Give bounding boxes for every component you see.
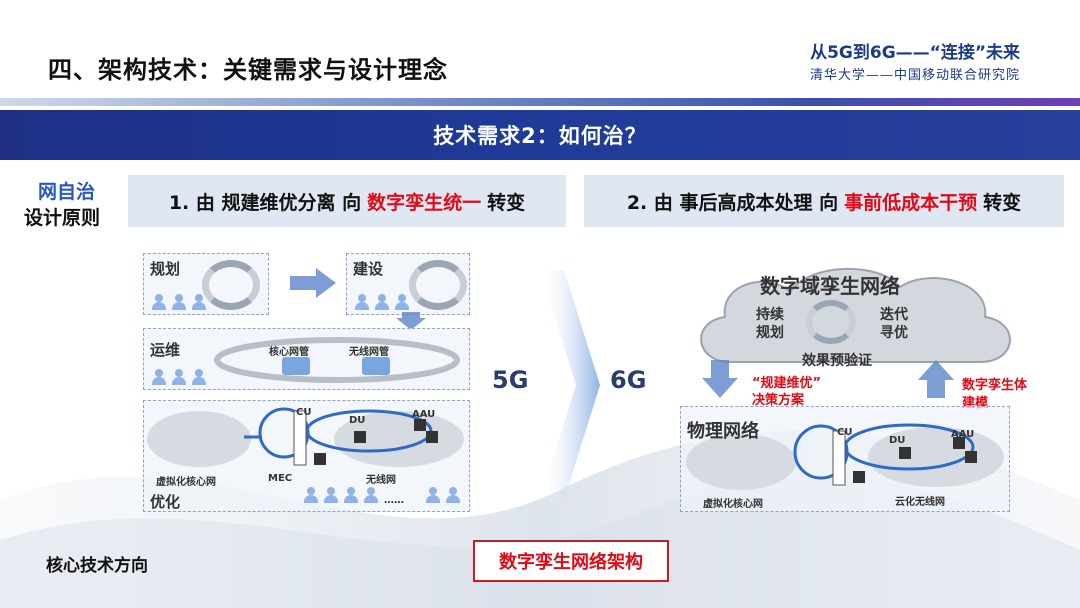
requirement-2: 2. 由 事后高成本处理 向 事前低成本干预 转变 [584, 175, 1064, 227]
cloud-shape [700, 267, 1011, 363]
aau-label: AAU [412, 409, 436, 420]
physical-network-label: 物理网络 [687, 421, 759, 442]
brand-title: 从5G到6G——“连接”未来 [810, 43, 1020, 63]
req2-suffix: 转变 [983, 191, 1022, 214]
cu-label: CU [837, 427, 853, 438]
header-divider [0, 98, 1080, 106]
label-5g: 5G [492, 366, 529, 394]
twin-network-label: 数字域孪生网络 [760, 274, 900, 298]
core-mgmt-label: 核心网管 [269, 347, 309, 358]
physical-network-panel: 物理网络 CU DU AAU 虚拟化核心网 云化无线网 [680, 406, 1010, 512]
mec-label: MEC [268, 473, 293, 484]
ops-label: 运维 [150, 341, 181, 359]
aau-label: AAU [951, 429, 975, 440]
architecture-label: 数字孪生网络架构 [499, 552, 643, 573]
seek-opt-label: 寻优 [880, 325, 908, 341]
architecture-box: 数字孪生网络架构 [473, 540, 669, 582]
plan-label: 规划 [150, 260, 181, 278]
req1-prefix: 1. 由 规建维优分离 向 [168, 191, 362, 214]
continuous-label: 持续 [756, 307, 784, 323]
server-icon [362, 357, 390, 375]
brand-subtitle: 清华大学——中国移动联合研究院 [809, 68, 1020, 83]
build-label: 建设 [353, 260, 384, 278]
people-icon [152, 369, 212, 389]
server-icon [282, 357, 310, 375]
verify-label: 效果预验证 [802, 353, 872, 369]
banner-text: 技术需求2：如何治？ [433, 124, 647, 148]
cycle-icon [409, 260, 467, 310]
req2-highlight: 事前低成本干预 [844, 191, 978, 214]
cycle-icon [806, 300, 856, 344]
people-icon [304, 487, 384, 507]
page-title: 四、架构技术：关键需求与设计理念 [48, 56, 448, 84]
req2-prefix: 2. 由 事后高成本处理 向 [626, 191, 839, 214]
planning-label: 规划 [756, 325, 784, 341]
network-topology [686, 423, 1004, 490]
arrow-up-icon [918, 360, 954, 398]
label-6g: 6G [610, 366, 647, 394]
cycle-icon [202, 260, 260, 310]
cu-label: CU [296, 407, 312, 418]
people-icon [355, 294, 415, 314]
network-topology [147, 407, 464, 467]
arrow-down-icon [702, 360, 738, 398]
self-governance-label: 网自治 [38, 181, 96, 203]
wireless-mgmt-label: 无线网管 [349, 347, 389, 358]
du-label: DU [889, 435, 906, 446]
ops-panel: 运维 核心网管 无线网管 [143, 328, 470, 390]
people-icon [152, 294, 212, 314]
section-banner: 技术需求2：如何治？ [0, 110, 1080, 160]
decision-line2: 决策方案 [752, 393, 805, 408]
req1-highlight: 数字孪生统一 [367, 191, 482, 214]
decision-line1: “规建维优” [752, 376, 822, 391]
req1-suffix: 转变 [487, 191, 526, 214]
twin-model-line1: 数字孪生体 [962, 378, 1028, 393]
optimize-label: 优化 [150, 493, 181, 511]
requirement-1: 1. 由 规建维优分离 向 数字孪生统一 转变 [128, 175, 566, 227]
ops-loop-icon [214, 337, 460, 383]
build-panel: 建设 [346, 253, 470, 315]
du-label: DU [349, 415, 366, 426]
virtual-core-label: 虚拟化核心网 [703, 499, 763, 510]
ellipsis-label: …… [384, 495, 404, 506]
arrow-down-icon [396, 312, 426, 330]
arrow-right-icon [290, 268, 336, 298]
virtual-core-label: 虚拟化核心网 [156, 477, 216, 488]
iterate-label: 迭代 [880, 307, 908, 323]
people-icon [426, 487, 466, 507]
wireless-net-label: 无线网 [366, 475, 396, 486]
plan-panel: 规划 [143, 253, 269, 315]
optimize-panel: CU DU AAU 虚拟化核心网 MEC 无线网 优化 …… [143, 400, 470, 512]
design-principle-label: 设计原则 [24, 207, 101, 229]
cloud-wireless-label: 云化无线网 [895, 497, 945, 508]
chevron-right-icon [540, 270, 600, 500]
core-direction-label: 核心技术方向 [46, 556, 148, 576]
